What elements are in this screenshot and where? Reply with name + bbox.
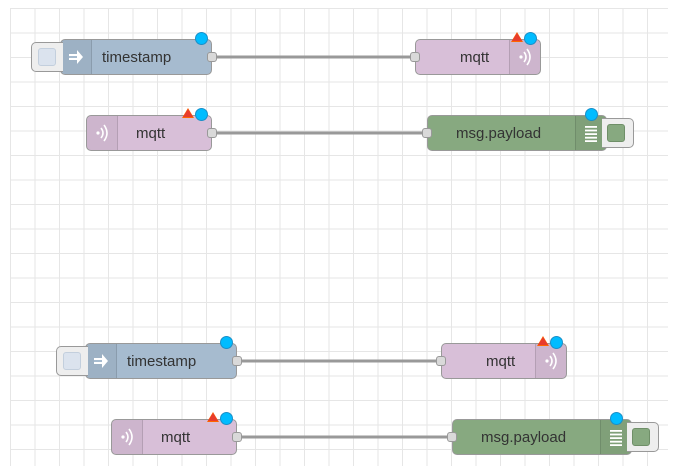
mqtt-in-node-2[interactable]: mqtt — [111, 412, 242, 455]
warning-triangle-icon — [182, 108, 194, 118]
node-label: mqtt — [486, 352, 516, 370]
output-port[interactable] — [232, 432, 242, 442]
radio-waves-icon — [112, 420, 143, 454]
changed-indicator-dot — [220, 412, 233, 425]
node-label: mqtt — [460, 48, 490, 66]
node-label: mqtt — [136, 124, 166, 142]
node-label: msg.payload — [456, 124, 542, 142]
mqtt-out-node-1[interactable]: mqtt — [410, 32, 541, 75]
changed-indicator-dot — [195, 32, 208, 45]
inject-trigger-button-2[interactable] — [56, 346, 88, 376]
arrow-right-icon — [86, 344, 117, 378]
debug-toggle-button-1[interactable] — [602, 118, 634, 148]
changed-indicator-dot — [524, 32, 537, 45]
changed-indicator-dot — [585, 108, 598, 121]
changed-indicator-dot — [550, 336, 563, 349]
warning-triangle-icon — [207, 412, 219, 422]
output-port[interactable] — [232, 356, 242, 366]
warning-triangle-icon — [537, 336, 549, 346]
inject-node-timestamp-1[interactable]: timestamp — [31, 32, 217, 75]
debug-toggle-button-2[interactable] — [627, 422, 659, 452]
input-port[interactable] — [436, 356, 446, 366]
node-label: msg.payload — [481, 428, 567, 446]
output-port[interactable] — [207, 128, 217, 138]
list-lines-icon — [575, 116, 606, 150]
debug-node-msg-payload-2[interactable]: msg.payload — [447, 412, 659, 455]
mqtt-out-node-2[interactable]: mqtt — [436, 336, 567, 379]
radio-waves-icon — [509, 40, 540, 74]
changed-indicator-dot — [195, 108, 208, 121]
output-port[interactable] — [207, 52, 217, 62]
list-lines-icon — [600, 420, 631, 454]
input-port[interactable] — [422, 128, 432, 138]
flow-canvas[interactable] — [10, 8, 668, 466]
inject-node-timestamp-2[interactable]: timestamp — [56, 336, 242, 379]
mqtt-in-node-1[interactable]: mqtt — [86, 108, 217, 151]
node-label: timestamp — [127, 352, 197, 370]
input-port[interactable] — [447, 432, 457, 442]
node-label: mqtt — [161, 428, 191, 446]
input-port[interactable] — [410, 52, 420, 62]
changed-indicator-dot — [220, 336, 233, 349]
inject-trigger-button-1[interactable] — [31, 42, 63, 72]
changed-indicator-dot — [610, 412, 623, 425]
node-label: timestamp — [102, 48, 172, 66]
arrow-right-icon — [61, 40, 92, 74]
debug-node-msg-payload-1[interactable]: msg.payload — [422, 108, 634, 151]
radio-waves-icon — [535, 344, 566, 378]
warning-triangle-icon — [511, 32, 523, 42]
radio-waves-icon — [87, 116, 118, 150]
